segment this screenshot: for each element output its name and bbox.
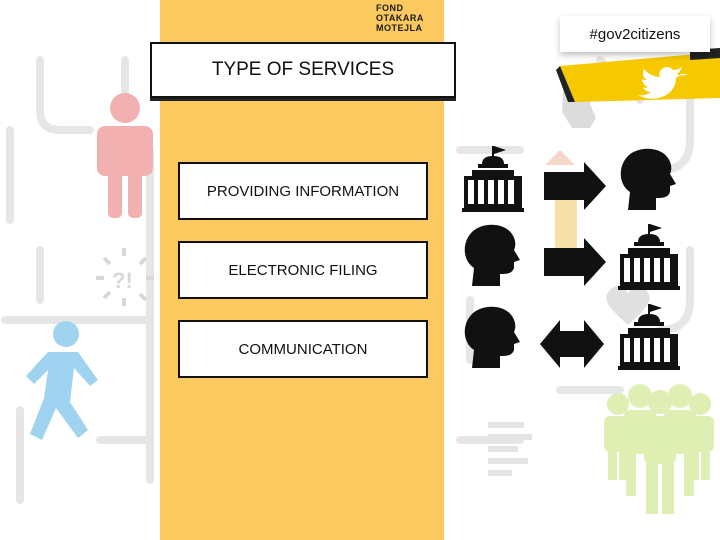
service-providing-information: PROVIDING INFORMATION	[178, 162, 428, 220]
government-building-icon	[618, 304, 680, 370]
logo-line-2: OTAKARA	[376, 13, 424, 23]
logo-line-3: MOTEJLA	[376, 23, 423, 33]
heart-icon	[606, 286, 650, 325]
service-electronic-filing: ELECTRONIC FILING	[178, 241, 428, 299]
crowd-icon	[604, 384, 714, 514]
question-exclamation-icon: ?!	[96, 248, 154, 306]
double-arrow-icon	[540, 320, 604, 368]
faded-person-icon	[545, 150, 577, 250]
citizen-head-icon	[464, 224, 520, 286]
fond-otakara-motejla-logo: FOND OTAKARA MOTEJLA	[376, 3, 424, 33]
red-person-icon	[97, 93, 153, 218]
government-building-icon	[462, 146, 524, 212]
government-building-icon	[618, 224, 680, 290]
service-communication: COMMUNICATION	[178, 320, 428, 378]
svg-text:?!: ?!	[112, 268, 133, 293]
citizen-head-icon	[620, 148, 676, 210]
document-icon	[488, 422, 532, 476]
panel-title: TYPE OF SERVICES	[150, 42, 456, 98]
hashtag-label: #gov2citizens	[560, 16, 710, 52]
running-person-icon	[26, 321, 98, 440]
right-arrow-icon	[544, 162, 606, 210]
logo-line-1: FOND	[376, 3, 404, 13]
twitter-bird-icon	[638, 67, 688, 99]
right-arrow-icon	[544, 238, 606, 286]
citizen-head-icon	[464, 306, 520, 368]
